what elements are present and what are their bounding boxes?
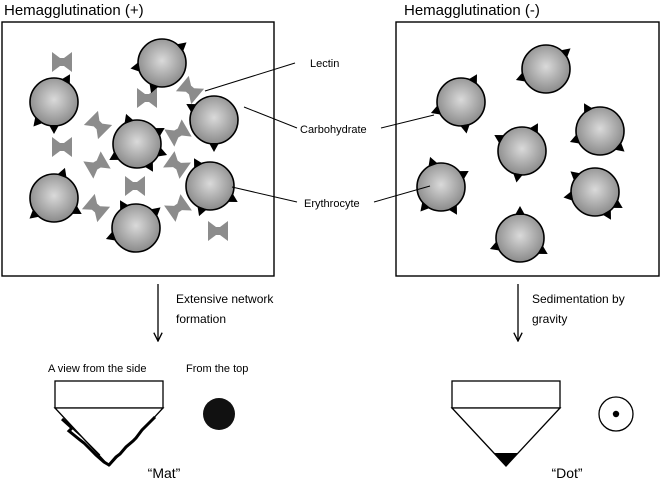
- carbohydrate-marker: [186, 104, 197, 113]
- carbohydrate-leader-line-right: [380, 114, 435, 129]
- lectin-dimer: [208, 221, 228, 241]
- carbohydrate-marker: [515, 72, 527, 82]
- erythrocyte-leader-line-right: [373, 185, 431, 203]
- lectin-dimer: [163, 151, 191, 179]
- erythrocyte-label: Erythrocyte: [304, 198, 360, 210]
- sedimentation-label-line1: Sedimentation by: [532, 292, 625, 306]
- carbohydrate-marker: [428, 156, 438, 168]
- carbohydrate-marker: [154, 128, 165, 137]
- mat-result-label: “Mat”: [148, 465, 181, 481]
- carbohydrate-marker: [489, 241, 501, 251]
- carbohydrate-marker: [430, 105, 442, 115]
- mat-well-side-view: [53, 380, 165, 467]
- mat-top-view: [203, 398, 235, 430]
- carbohydrate-marker: [57, 167, 67, 179]
- lectin-dimer: [125, 176, 145, 196]
- carbohydrate-marker: [468, 74, 477, 85]
- lectin-dimer: [52, 137, 72, 157]
- lectin-dimer: [83, 110, 113, 140]
- carbohydrate-marker: [194, 158, 203, 169]
- lectin-dimer: [137, 88, 157, 108]
- carbohydrate-marker: [176, 42, 187, 53]
- carbohydrate-marker: [149, 82, 159, 94]
- erythrocyte-cell: [185, 161, 235, 211]
- positive-panel-title: Hemagglutination (+): [4, 2, 144, 19]
- erythrocyte-group: [29, 38, 625, 263]
- carbohydrate-marker: [448, 204, 457, 215]
- carbohydrate-marker: [120, 200, 129, 211]
- carbohydrate-marker: [602, 209, 611, 220]
- carbohydrate-marker: [33, 116, 44, 127]
- dot-result-label: “Dot”: [551, 465, 582, 481]
- carbohydrate-marker: [614, 141, 625, 152]
- erythrocyte-cell: [575, 106, 625, 156]
- top-view-label: From the top: [186, 363, 248, 375]
- erythrocyte-cell: [29, 173, 79, 223]
- lectin-leader-line: [204, 62, 296, 92]
- carbohydrate-marker: [420, 201, 431, 212]
- lectin-dimer: [164, 194, 192, 222]
- erythrocyte-cell: [416, 162, 466, 212]
- carbohydrate-marker: [197, 205, 207, 217]
- carbohydrate-marker: [560, 48, 571, 59]
- carbohydrate-marker: [563, 191, 574, 201]
- carbohydrate-marker: [49, 125, 59, 134]
- carbohydrate-marker: [144, 161, 153, 172]
- negative-panel-title: Hemagglutination (-): [404, 2, 540, 19]
- positive-panel-frame: [1, 21, 275, 277]
- side-view-label: A view from the side: [48, 363, 146, 375]
- carbohydrate-marker: [570, 171, 581, 182]
- erythrocyte-leader-line: [231, 186, 298, 203]
- dot-top-view: [598, 396, 634, 432]
- carbohydrate-marker: [227, 193, 238, 202]
- erythrocyte-cell: [112, 119, 162, 169]
- carbohydrate-marker: [612, 199, 623, 208]
- dot-well-side-view: [450, 380, 562, 467]
- erythrocyte-cell: [189, 95, 239, 145]
- lectin-group: [52, 52, 228, 241]
- carbohydrate-label: Carbohydrate: [300, 124, 367, 136]
- lectin-label: Lectin: [310, 58, 339, 70]
- carbohydrate-marker: [209, 143, 219, 152]
- lectin-dimer: [52, 52, 72, 72]
- erythrocyte-cell: [436, 77, 486, 127]
- carbohydrate-marker: [150, 207, 161, 218]
- erythrocyte-cell: [495, 213, 545, 263]
- carbohydrate-marker: [537, 245, 548, 254]
- carbohydrate-marker: [29, 208, 40, 219]
- carbohydrate-marker: [105, 231, 117, 241]
- negative-panel-frame: [395, 21, 660, 277]
- sedimentation-label-line2: gravity: [532, 312, 567, 326]
- erythrocyte-cell: [521, 44, 571, 94]
- carbohydrate-marker: [584, 103, 593, 114]
- carbohydrate-marker: [460, 123, 470, 134]
- carbohydrate-marker: [569, 134, 581, 144]
- carbohydrate-marker: [529, 123, 538, 134]
- carbohydrate-marker: [515, 206, 525, 215]
- lectin-dimer: [175, 75, 205, 105]
- lectin-dimer: [164, 119, 192, 147]
- lectin-dimer: [81, 193, 111, 223]
- carbohydrate-marker: [156, 147, 168, 157]
- carbohydrate-marker: [494, 135, 505, 144]
- carbohydrate-marker: [124, 113, 134, 125]
- erythrocyte-cell: [497, 126, 547, 176]
- carbohydrate-marker: [109, 151, 120, 160]
- carbohydrate-marker: [513, 172, 523, 183]
- carbohydrate-marker: [458, 171, 469, 180]
- carbohydrate-marker: [61, 74, 70, 85]
- erythrocyte-cell: [111, 203, 161, 253]
- network-formation-label-line1: Extensive network: [176, 292, 274, 306]
- network-formation-label-line2: formation: [176, 312, 226, 326]
- lectin-dimer: [83, 151, 111, 179]
- carbohydrate-marker: [130, 62, 141, 72]
- carbohydrate-marker: [71, 205, 82, 214]
- carbohydrate-leader-line: [243, 106, 298, 129]
